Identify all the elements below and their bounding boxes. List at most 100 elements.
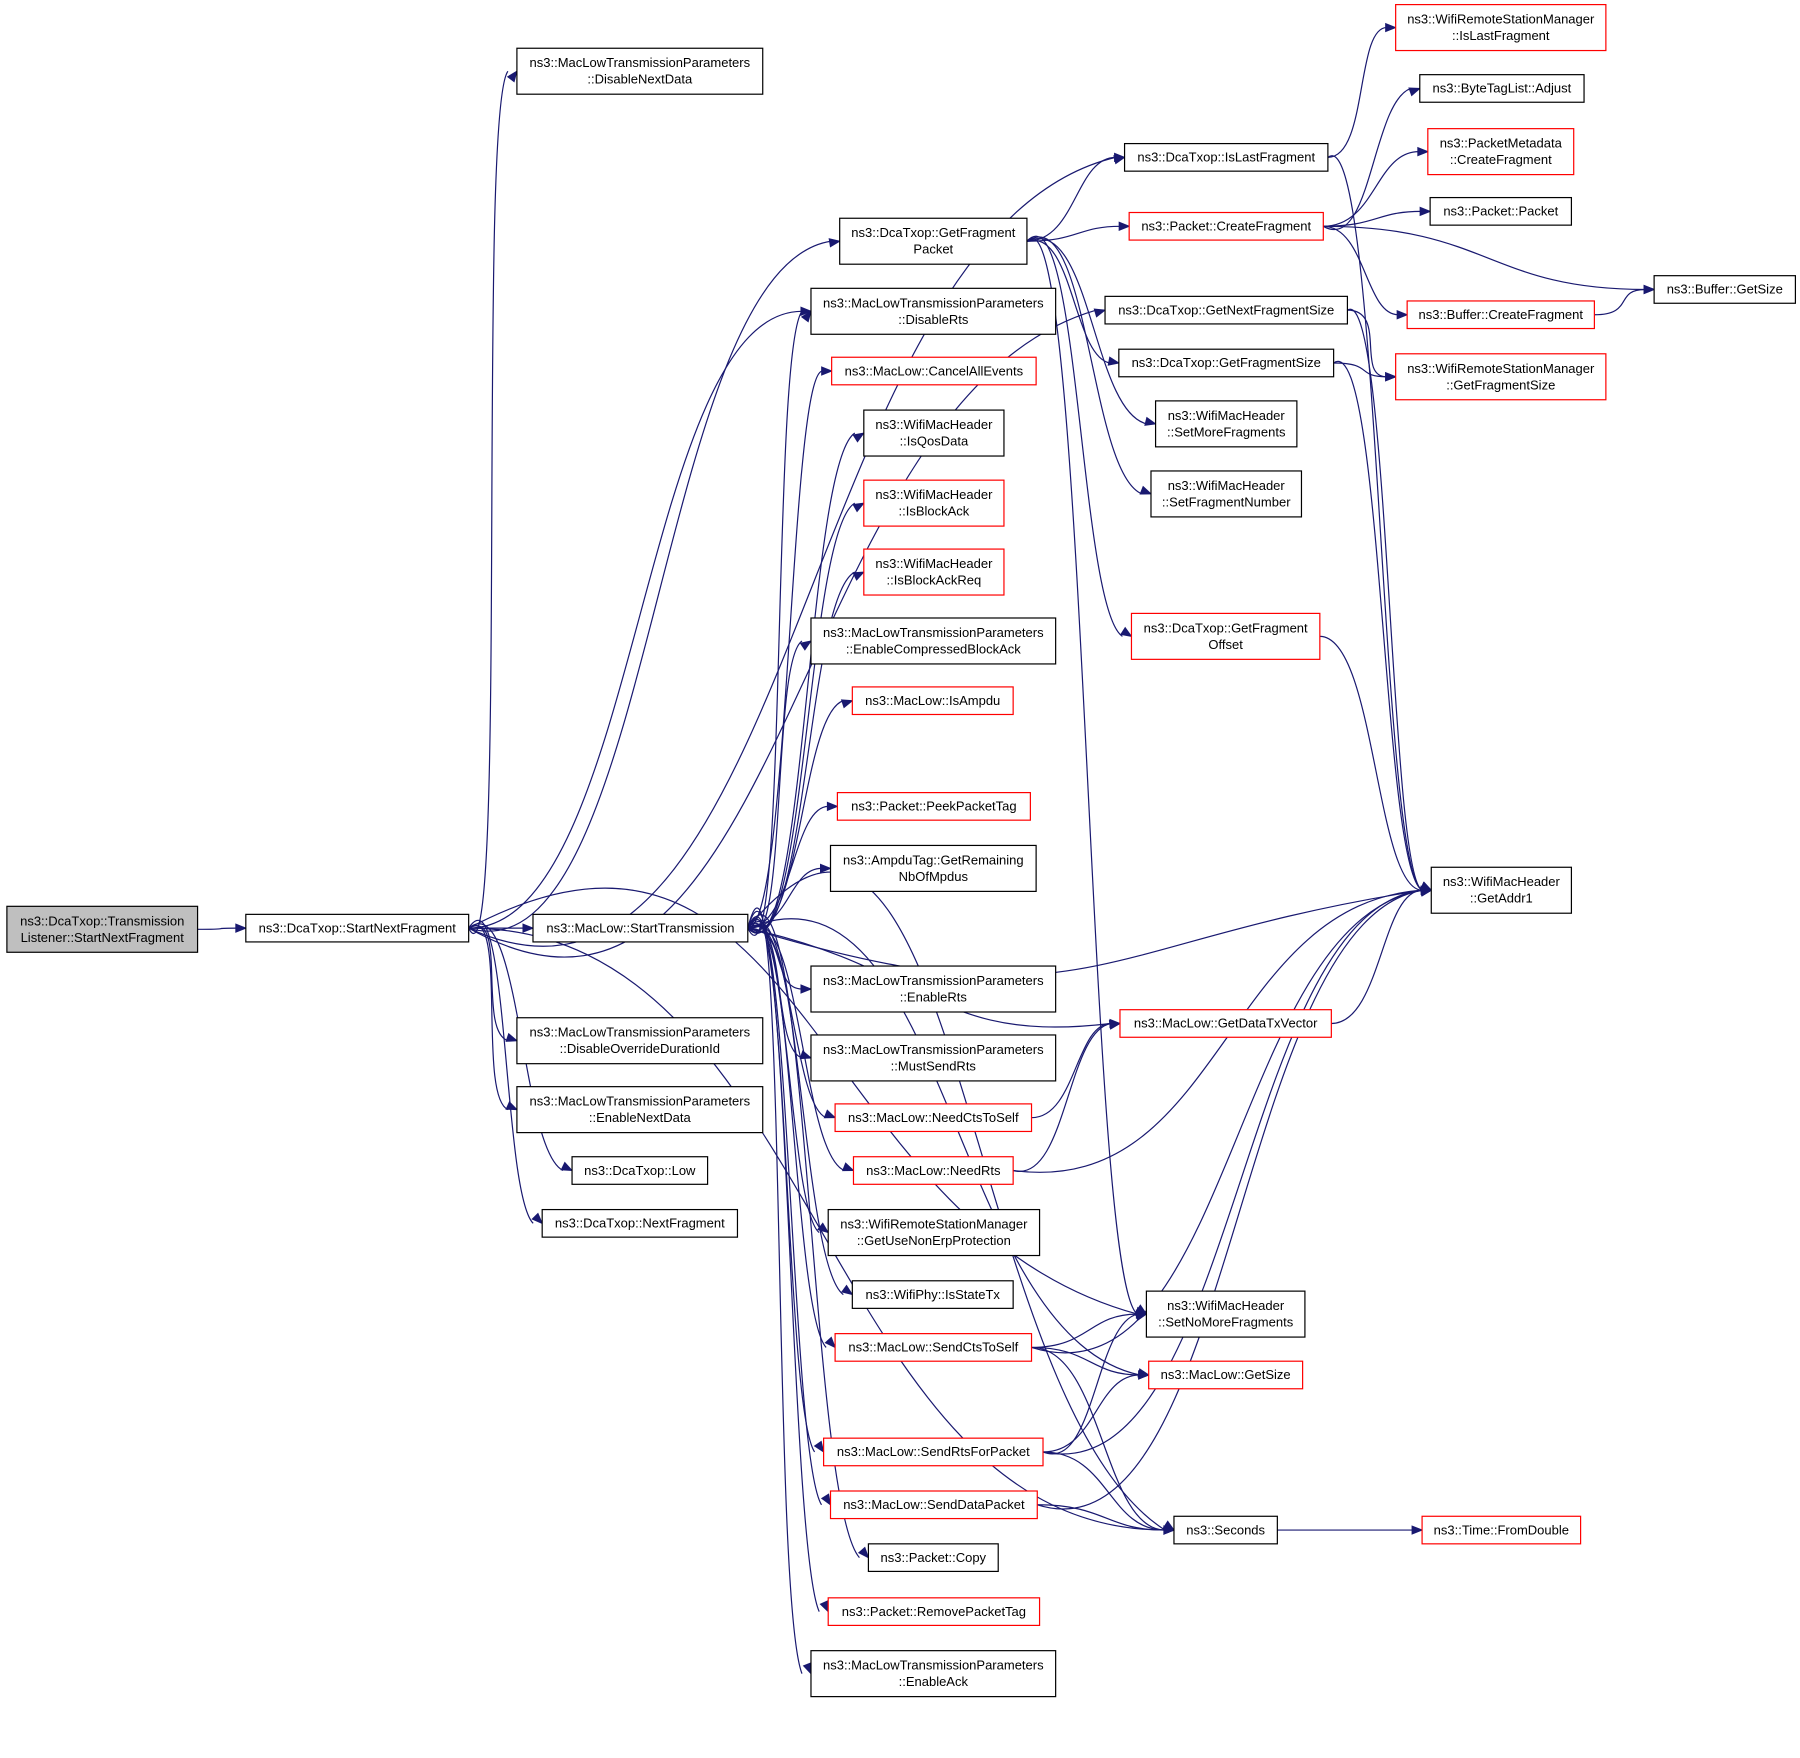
node-set-frag-num[interactable]: ns3::WifiMacHeader::SetFragmentNumber	[1150, 470, 1303, 518]
node-box	[1130, 612, 1321, 660]
node-set-more-frag[interactable]: ns3::WifiMacHeader::SetMoreFragments	[1154, 400, 1298, 448]
edge-arrowhead	[1093, 308, 1107, 318]
edge-arrowhead	[522, 923, 535, 933]
node-disable-next-data[interactable]: ns3::MacLowTransmissionParameters::Disab…	[516, 47, 764, 95]
node-label: ns3::Seconds	[1186, 1522, 1265, 1537]
edge-startTx-useNonErp	[747, 923, 820, 1234]
node-get-next-frag-size[interactable]: ns3::DcaTxop::GetNextFragmentSize	[1104, 295, 1349, 325]
node-remove-tag[interactable]: ns3::Packet::RemovePacketTag	[827, 1597, 1041, 1626]
node-box	[852, 1156, 1014, 1185]
node-packet-packet[interactable]: ns3::Packet::Packet	[1429, 196, 1573, 226]
node-label: ns3::MacLowTransmissionParameters	[530, 1025, 751, 1040]
node-box	[810, 617, 1057, 665]
node-label: ::DisableOverrideDurationId	[560, 1041, 720, 1056]
edge-arrowhead	[1643, 284, 1656, 295]
node-peek-packet-tag[interactable]: ns3::Packet::PeekPacketTag	[836, 791, 1031, 821]
node-label: ns3::MacLow::NeedCtsToSelf	[848, 1110, 1019, 1125]
node-wrsm-is-last[interactable]: ns3::WifiRemoteStationManager::IsLastFra…	[1395, 3, 1607, 52]
edge-arrowhead	[1385, 372, 1398, 382]
node-label: ns3::MacLowTransmissionParameters	[823, 973, 1044, 988]
edge-arrowhead	[1408, 87, 1422, 97]
node-low[interactable]: ns3::DcaTxop::Low	[571, 1156, 709, 1185]
edge-root-startNext	[197, 927, 237, 930]
node-use-non-erp[interactable]: ns3::WifiRemoteStationManager::GetUseNon…	[827, 1208, 1041, 1257]
node-label: ns3::WifiMacHeader	[1168, 478, 1286, 493]
node-enable-compressed[interactable]: ns3::MacLowTransmissionParameters::Enabl…	[810, 617, 1057, 665]
node-label: ::SetFragmentNumber	[1162, 494, 1291, 509]
node-pm-create-frag[interactable]: ns3::PacketMetadata::CreateFragment	[1427, 128, 1575, 176]
node-root[interactable]: ns3::DcaTxop::TransmissionListener::Star…	[6, 905, 199, 953]
edge-sendCts-getAddr1	[1031, 889, 1423, 1354]
node-label: ns3::MacLowTransmissionParameters	[530, 55, 751, 70]
node-start-tx[interactable]: ns3::MacLow::StartTransmission	[532, 913, 749, 943]
node-enable-ack[interactable]: ns3::MacLowTransmissionParameters::Enabl…	[810, 1650, 1057, 1698]
edge-arrowhead	[799, 640, 813, 651]
node-need-cts[interactable]: ns3::MacLow::NeedCtsToSelf	[834, 1103, 1033, 1133]
node-start-next[interactable]: ns3::DcaTxop::StartNextFragment	[245, 913, 470, 943]
node-mac-get-size[interactable]: ns3::MacLow::GetSize	[1148, 1360, 1304, 1390]
edge-getDataTxVector-getAddr1	[1331, 889, 1423, 1025]
node-wrsm-get-frag-size[interactable]: ns3::WifiRemoteStationManager::GetFragme…	[1395, 353, 1607, 401]
node-time-from-double[interactable]: ns3::Time::FromDouble	[1421, 1515, 1582, 1545]
node-buf-create-frag[interactable]: ns3::Buffer::CreateFragment	[1406, 300, 1595, 330]
node-enable-rts[interactable]: ns3::MacLowTransmissionParameters::Enabl…	[810, 965, 1057, 1013]
node-box	[863, 479, 1005, 527]
node-label: ns3::DcaTxop::Low	[584, 1163, 696, 1178]
node-disable-rts[interactable]: ns3::MacLowTransmissionParameters::Disab…	[810, 287, 1057, 335]
edge-arrowhead	[820, 863, 832, 874]
edge-arrowhead	[802, 1662, 812, 1675]
node-is-last-frag[interactable]: ns3::DcaTxop::IsLastFragment	[1123, 142, 1329, 172]
node-disable-override[interactable]: ns3::MacLowTransmissionParameters::Disab…	[516, 1017, 764, 1065]
edge-arrowhead	[1139, 485, 1153, 495]
node-enable-next-data[interactable]: ns3::MacLowTransmissionParameters::Enabl…	[516, 1086, 764, 1134]
node-label: ns3::DcaTxop::GetFragment	[851, 225, 1015, 240]
node-send-cts[interactable]: ns3::MacLow::SendCtsToSelf	[834, 1333, 1033, 1362]
edge-arrowhead	[800, 310, 812, 323]
node-buf-get-size[interactable]: ns3::Buffer::GetSize	[1653, 275, 1797, 304]
edge-arrowhead	[1120, 626, 1133, 638]
edge-sendRts-getAddr1	[1042, 889, 1423, 1455]
node-is-ampdu[interactable]: ns3::MacLow::IsAmpdu	[851, 686, 1014, 716]
edge-startTx-isStateTx	[747, 921, 844, 1296]
node-need-rts[interactable]: ns3::MacLow::NeedRts	[852, 1156, 1014, 1185]
node-is-state-tx[interactable]: ns3::WifiPhy::IsStateTx	[851, 1280, 1014, 1309]
node-box	[571, 1156, 709, 1185]
edge-arrowhead	[1108, 1020, 1122, 1030]
node-is-block-ack[interactable]: ns3::WifiMacHeader::IsBlockAck	[863, 479, 1005, 527]
node-get-frag-size[interactable]: ns3::DcaTxop::GetFragmentSize	[1118, 348, 1335, 378]
node-box	[810, 965, 1057, 1013]
node-label: ns3::DcaTxop::GetFragmentSize	[1132, 355, 1321, 370]
node-get-addr1[interactable]: ns3::WifiMacHeader::GetAddr1	[1430, 866, 1573, 914]
edge-startTx-sendData	[747, 916, 823, 1506]
edge-arrowhead	[1396, 310, 1409, 320]
node-is-block-ack-req[interactable]: ns3::WifiMacHeader::IsBlockAckReq	[863, 548, 1005, 596]
edge-arrowhead	[841, 1162, 855, 1172]
node-must-send-rts[interactable]: ns3::MacLowTransmissionParameters::MustS…	[810, 1034, 1057, 1082]
node-next-frag[interactable]: ns3::DcaTxop::NextFragment	[541, 1208, 739, 1238]
edge-arrowhead	[841, 1284, 854, 1296]
node-copy[interactable]: ns3::Packet::Copy	[867, 1543, 999, 1573]
node-set-no-more[interactable]: ns3::WifiMacHeader::SetNoMoreFragments	[1145, 1290, 1306, 1338]
node-label: ns3::WifiMacHeader	[1167, 1298, 1285, 1313]
node-label: ::IsBlockAckReq	[887, 573, 982, 588]
node-send-data[interactable]: ns3::MacLow::SendDataPacket	[829, 1490, 1038, 1520]
node-box	[831, 356, 1037, 386]
node-byte-tag-adjust[interactable]: ns3::ByteTagList::Adjust	[1419, 74, 1585, 103]
edge-sendData-seconds	[1037, 1504, 1165, 1531]
node-cancel-all[interactable]: ns3::MacLow::CancelAllEvents	[831, 356, 1037, 386]
node-seconds[interactable]: ns3::Seconds	[1173, 1515, 1278, 1545]
edge-arrowhead	[560, 1161, 574, 1172]
node-get-data-tx-vector[interactable]: ns3::MacLow::GetDataTxVector	[1119, 1009, 1332, 1038]
edge-startNext-disableNextData	[468, 70, 509, 934]
node-is-qos-data[interactable]: ns3::WifiMacHeader::IsQosData	[863, 409, 1005, 457]
edge-startNext-nextFrag	[468, 919, 534, 1224]
node-label: ns3::Packet::Packet	[1443, 204, 1558, 219]
node-send-rts[interactable]: ns3::MacLow::SendRtsForPacket	[823, 1437, 1044, 1467]
node-label: ::IsQosData	[900, 434, 969, 449]
node-create-frag[interactable]: ns3::Packet::CreateFragment	[1128, 211, 1324, 241]
edge-arrowhead	[840, 699, 854, 709]
node-label: ns3::MacLow::SendDataPacket	[843, 1497, 1025, 1512]
